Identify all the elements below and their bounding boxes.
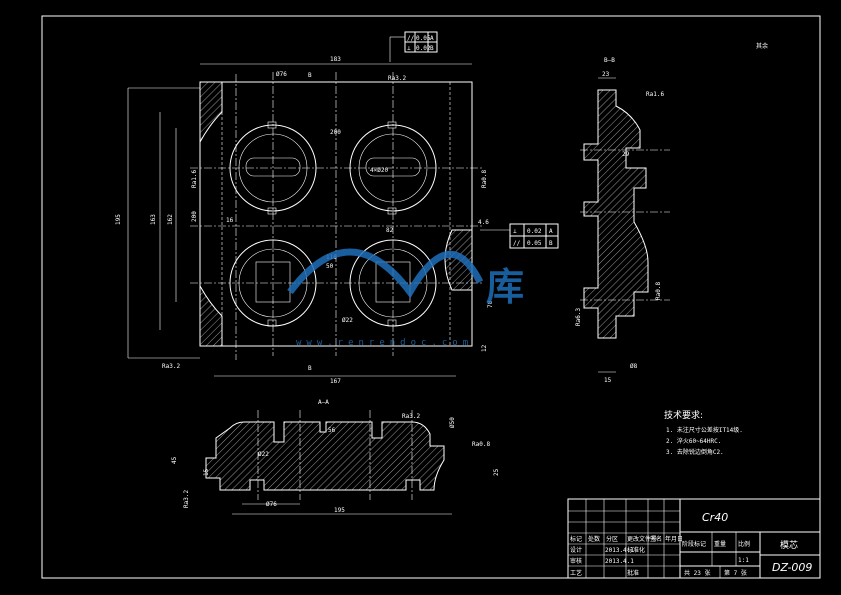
- svg-text:A: A: [430, 35, 434, 42]
- svg-text:12: 12: [481, 344, 488, 352]
- svg-text:Ra0.8: Ra0.8: [481, 170, 488, 188]
- section-bb-view: B—B 23 15 29 Ø8 Ra1.6 Ra0.8 Ra6.3: [575, 57, 670, 384]
- svg-text:Ø76: Ø76: [266, 501, 277, 508]
- svg-text:162: 162: [167, 214, 174, 225]
- svg-text:Ra6.3: Ra6.3: [575, 308, 582, 326]
- svg-text:Ø50: Ø50: [449, 417, 456, 428]
- svg-text:195: 195: [334, 507, 345, 514]
- svg-text:1:1: 1:1: [738, 557, 749, 564]
- svg-text:签名: 签名: [650, 535, 662, 543]
- svg-text:56: 56: [328, 427, 336, 434]
- svg-text:15: 15: [203, 468, 210, 476]
- svg-text:200: 200: [191, 211, 198, 222]
- sheet-border: [41, 15, 821, 579]
- svg-text:3. 去除锐边倒角C2.: 3. 去除锐边倒角C2.: [666, 448, 724, 456]
- svg-text:工艺: 工艺: [570, 569, 582, 577]
- svg-text:年月日: 年月日: [665, 535, 683, 543]
- svg-text:183: 183: [330, 56, 341, 63]
- svg-text:2. 淬火60~64HRC.: 2. 淬火60~64HRC.: [666, 437, 721, 445]
- svg-text:A: A: [549, 228, 553, 235]
- svg-text:Ø8: Ø8: [630, 363, 638, 370]
- svg-text:批准: 批准: [627, 569, 639, 577]
- technical-notes: 技术要求: 1. 未注尺寸公差按IT14级. 2. 淬火60~64HRC. 3.…: [664, 409, 743, 456]
- svg-text:A—A: A—A: [318, 399, 329, 406]
- gdt-frame-right: ⊥ 0.02 A // 0.05 B: [480, 223, 559, 249]
- svg-text:Ø22: Ø22: [258, 451, 269, 458]
- svg-text:50: 50: [326, 263, 334, 270]
- svg-text:阶段标记: 阶段标记: [682, 540, 706, 548]
- svg-text:2013.4.1: 2013.4.1: [605, 547, 634, 554]
- svg-text:Ra3.2: Ra3.2: [162, 363, 180, 370]
- svg-text:库: 库: [486, 265, 524, 309]
- svg-text:4×Ø20: 4×Ø20: [370, 167, 388, 174]
- svg-text:共 23 张: 共 23 张: [684, 569, 710, 577]
- svg-text:标记: 标记: [570, 535, 582, 543]
- title-block: 标记 设计 审核 工艺 处数 分区 更改文件号 签名 年月日 2013.4.1 …: [567, 498, 821, 579]
- svg-text:B: B: [308, 72, 312, 79]
- svg-text:Ra0.8: Ra0.8: [655, 282, 662, 300]
- svg-text:0.02: 0.02: [416, 45, 431, 52]
- drawing-number: DZ-009: [772, 561, 812, 574]
- svg-text:Ra3.2: Ra3.2: [183, 490, 190, 508]
- plan-dimensions: 195 163 162 183 200 16 116 50 82 4.6 167…: [115, 56, 494, 385]
- svg-text:⊥: ⊥: [407, 45, 411, 52]
- svg-text:82: 82: [386, 227, 394, 234]
- svg-text:www.renrendoc.com: www.renrendoc.com: [296, 338, 473, 348]
- svg-text:Ra1.6: Ra1.6: [191, 170, 198, 188]
- section-aa-view: A—A 195 Ø76 Ø22 45 15 25 Ø50 56 Ra3.2 Ra…: [171, 399, 500, 515]
- svg-text:标准化: 标准化: [627, 546, 645, 554]
- svg-text://: //: [513, 240, 521, 247]
- svg-text:Ø76: Ø76: [276, 71, 287, 78]
- svg-text:0.02: 0.02: [527, 228, 542, 235]
- svg-text:163: 163: [150, 214, 157, 225]
- svg-text:B: B: [308, 365, 312, 372]
- svg-text:B: B: [430, 45, 434, 52]
- svg-text:70: 70: [487, 300, 494, 308]
- svg-text:Ra0.8: Ra0.8: [472, 441, 490, 448]
- svg-text:45: 45: [171, 456, 178, 464]
- svg-text:4.6: 4.6: [478, 219, 489, 226]
- svg-text:重量: 重量: [714, 540, 726, 548]
- svg-text:0.05: 0.05: [416, 35, 431, 42]
- svg-text:处数: 处数: [588, 535, 600, 543]
- svg-text:0.05: 0.05: [527, 240, 542, 247]
- svg-text:B—B: B—B: [604, 57, 615, 64]
- svg-text:195: 195: [115, 214, 122, 225]
- svg-text://: //: [407, 35, 415, 42]
- material: Cr40: [702, 511, 728, 524]
- svg-text:15: 15: [604, 377, 612, 384]
- svg-text:Ra3.2: Ra3.2: [402, 413, 420, 420]
- svg-text:200: 200: [330, 129, 341, 136]
- part-name: 模芯: [780, 539, 798, 551]
- svg-text:1. 未注尺寸公差按IT14级.: 1. 未注尺寸公差按IT14级.: [666, 426, 743, 434]
- svg-text:Ra1.6: Ra1.6: [646, 91, 664, 98]
- svg-text:167: 167: [330, 378, 341, 385]
- watermark: 库 www.renrendoc.com: [287, 248, 524, 348]
- svg-text:比例: 比例: [738, 540, 750, 548]
- svg-text:更改文件号: 更改文件号: [627, 535, 657, 543]
- svg-text:23: 23: [602, 71, 610, 78]
- gdt-frame-top: // 0.05 A ⊥ 0.02 B: [389, 31, 438, 62]
- svg-text:Ø22: Ø22: [342, 317, 353, 324]
- svg-text:分区: 分区: [606, 535, 618, 543]
- svg-text:设计: 设计: [570, 546, 582, 554]
- svg-text:第 7 张: 第 7 张: [724, 569, 747, 577]
- plan-view: [127, 63, 482, 377]
- svg-text:审核: 审核: [570, 557, 582, 565]
- svg-text:⊥: ⊥: [513, 228, 517, 235]
- svg-text:技术要求:: 技术要求:: [664, 409, 703, 421]
- svg-text:16: 16: [226, 217, 234, 224]
- svg-text:Ra3.2: Ra3.2: [388, 75, 406, 82]
- svg-text:29: 29: [622, 151, 630, 158]
- svg-text:2013.4.1: 2013.4.1: [605, 558, 634, 565]
- svg-text:25: 25: [493, 468, 500, 476]
- svg-text:B: B: [549, 240, 553, 247]
- default-roughness: 其余: [756, 42, 768, 50]
